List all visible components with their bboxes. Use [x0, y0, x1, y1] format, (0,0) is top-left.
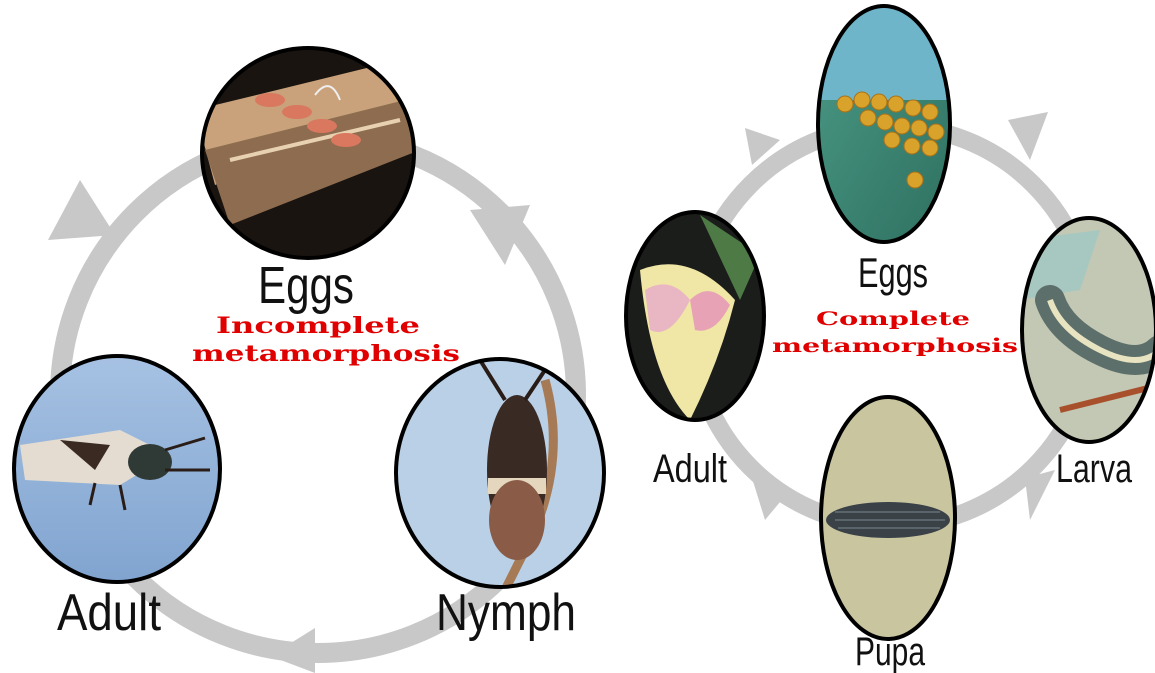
eggs-photo-incomplete	[190, 40, 430, 270]
stage-label-larva: Larva	[1056, 447, 1133, 491]
title-complete-line2: metamorphosis	[772, 335, 1018, 357]
pupa-photo	[818, 395, 958, 645]
adult-photo-complete	[624, 210, 769, 425]
adult-photo-incomplete	[10, 350, 230, 590]
title-incomplete-line1: Incomplete	[216, 313, 420, 339]
larva-photo	[1020, 215, 1155, 445]
stage-label-pupa: Pupa	[855, 630, 926, 673]
title-incomplete-line2: metamorphosis	[192, 341, 460, 367]
stage-label-adult-incomplete: Adult	[57, 584, 161, 642]
stage-label-adult-complete: Adult	[653, 447, 727, 491]
arrow-left-up-icon	[48, 180, 115, 240]
stage-label-nymph: Nymph	[436, 584, 576, 642]
stage-label-eggs-incomplete: Eggs	[258, 257, 354, 315]
eggs-photo-complete	[815, 5, 955, 245]
title-complete-line1: Complete	[816, 308, 970, 330]
arrow-top-right-icon	[1008, 112, 1048, 160]
arrow-right-down-icon-2	[1025, 470, 1055, 520]
stage-label-eggs-complete: Eggs	[858, 249, 928, 296]
